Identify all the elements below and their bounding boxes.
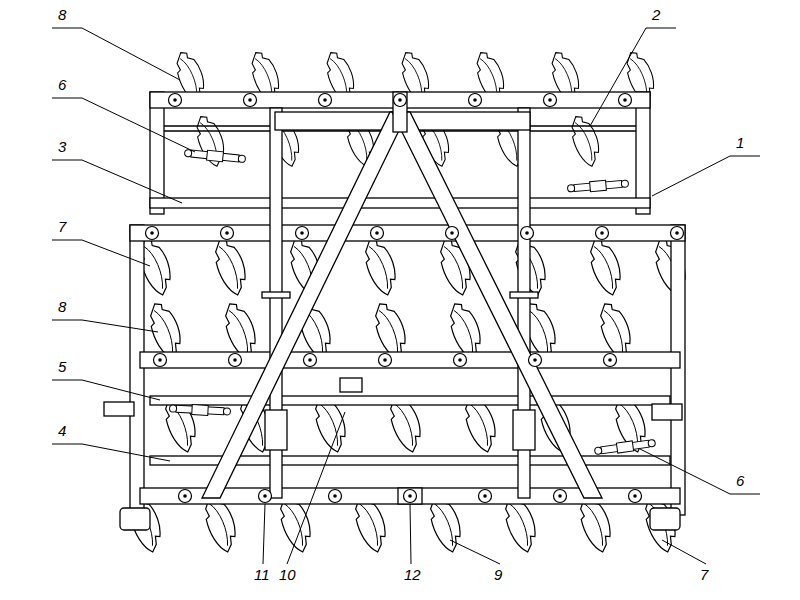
frame-post xyxy=(636,92,650,214)
front-frame xyxy=(104,225,685,530)
leader-line xyxy=(52,240,150,266)
leader-line xyxy=(287,412,345,564)
hub xyxy=(604,354,617,367)
leader-lines xyxy=(52,28,760,564)
clamp-plate xyxy=(262,292,290,298)
hub xyxy=(296,227,309,240)
frame-post xyxy=(671,225,685,515)
hub xyxy=(479,490,492,503)
callout-number: 4 xyxy=(58,422,66,439)
hub xyxy=(379,354,392,367)
bracket xyxy=(340,378,362,392)
hub xyxy=(154,354,167,367)
disc xyxy=(209,235,253,298)
callout-number: 1 xyxy=(736,134,744,151)
hub xyxy=(404,490,417,503)
callout-number: 8 xyxy=(58,6,66,23)
leader-line xyxy=(52,160,182,203)
hub xyxy=(629,490,642,503)
hub xyxy=(469,94,482,107)
frame-beam xyxy=(130,225,685,241)
leader-line xyxy=(52,320,158,332)
rear-frame xyxy=(150,92,650,214)
leader-line xyxy=(52,380,160,400)
leader-line xyxy=(450,540,500,564)
disc xyxy=(584,235,628,298)
turnbuckle xyxy=(169,403,230,416)
hub xyxy=(596,227,609,240)
bracket xyxy=(652,404,682,420)
support-wheel xyxy=(650,508,680,530)
leader-line xyxy=(263,504,265,564)
hub xyxy=(304,354,317,367)
leader-line xyxy=(640,449,760,494)
frame-post xyxy=(150,92,164,214)
hub xyxy=(146,227,159,240)
disc xyxy=(359,235,403,298)
hub xyxy=(229,354,242,367)
hub xyxy=(671,227,684,240)
hub xyxy=(521,227,534,240)
hub xyxy=(529,354,542,367)
hub xyxy=(319,94,332,107)
bracket xyxy=(398,488,422,504)
gang-bar xyxy=(150,396,670,405)
leader-line xyxy=(410,504,411,564)
disc-row xyxy=(134,235,693,298)
hub xyxy=(554,490,567,503)
disc xyxy=(509,235,553,298)
leader-line xyxy=(52,444,170,461)
leader-line xyxy=(52,28,180,80)
hub xyxy=(454,354,467,367)
hub xyxy=(221,227,234,240)
a-frame-bar xyxy=(202,112,408,498)
callout-number: 7 xyxy=(700,566,708,583)
leader-line xyxy=(652,156,760,196)
hub xyxy=(371,227,384,240)
callout-number: 2 xyxy=(652,6,660,23)
turnbuckle xyxy=(184,148,246,164)
leader-line xyxy=(662,540,706,564)
hub xyxy=(244,94,257,107)
callout-number: 6 xyxy=(58,76,66,93)
bracket xyxy=(104,402,134,416)
frame-beam xyxy=(150,92,650,108)
hub xyxy=(259,490,272,503)
callout-number: 10 xyxy=(279,566,296,583)
callout-number: 12 xyxy=(404,566,421,583)
leader-line xyxy=(52,98,195,152)
frame-post xyxy=(130,225,144,515)
hitch-frame xyxy=(202,92,602,504)
hub xyxy=(619,94,632,107)
support-wheel xyxy=(120,508,150,530)
callout-number: 9 xyxy=(494,566,502,583)
callout-number: 5 xyxy=(58,358,66,375)
hub xyxy=(329,490,342,503)
hub xyxy=(446,227,459,240)
frame-beam xyxy=(140,352,680,368)
hub xyxy=(394,94,407,107)
turnbuckle xyxy=(567,178,629,193)
callout-number: 8 xyxy=(58,298,66,315)
callout-number: 11 xyxy=(254,566,270,583)
clamp-plate xyxy=(265,410,287,450)
turnbuckle xyxy=(594,438,656,456)
disc xyxy=(566,112,605,169)
a-frame-bar xyxy=(392,112,602,498)
gang-bar xyxy=(150,198,650,208)
hub-row xyxy=(146,94,684,503)
hub xyxy=(544,94,557,107)
hub xyxy=(169,94,182,107)
leader-line xyxy=(590,28,676,126)
clamp-plate xyxy=(510,292,538,298)
callout-number: 6 xyxy=(736,472,744,489)
hub xyxy=(179,490,192,503)
callout-number: 3 xyxy=(58,138,66,155)
clamp-plate xyxy=(513,410,535,450)
hitch-plate xyxy=(393,92,407,132)
callout-number: 7 xyxy=(58,218,66,235)
